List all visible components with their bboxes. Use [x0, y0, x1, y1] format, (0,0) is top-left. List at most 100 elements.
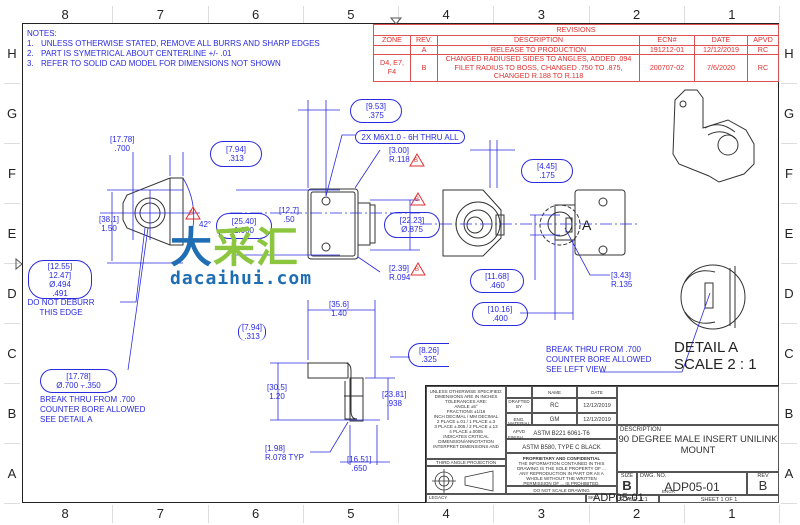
dim-angle-42: 42°: [199, 220, 212, 229]
dim-12-7: [12.7].50: [279, 206, 300, 224]
drafted-date: 12/12/2019: [577, 398, 617, 413]
rev-marker: B: [414, 158, 419, 164]
dim-r-078: [1.98]R.078 TYP: [265, 444, 304, 462]
note-item: 1.UNLESS OTHERWISE STATED, REMOVE ALL BU…: [27, 39, 320, 48]
dim-35-6: [35.6]1.40: [329, 300, 350, 318]
dim-7-94: [7.94].313: [210, 141, 262, 167]
material-field: MATERIAL ASTM B221 6061-T6: [506, 421, 617, 439]
watermark-chars: 大采汇: [170, 223, 300, 272]
detail-a-callout: [539, 204, 581, 246]
dim-r-135: [3.43]R.135: [611, 271, 633, 289]
do-not-scale-note: DO NOT SCALE DRAWING: [506, 486, 617, 494]
engr-label: ENGR: [662, 489, 676, 494]
revisions-title: REVISIONS: [373, 24, 779, 36]
zone-col: 5: [304, 505, 399, 523]
dim-30-5: [30.5]1.20: [267, 383, 288, 401]
title-block: UNLESS OTHERWISE SPECIFIED: DIMENSIONS A…: [425, 385, 779, 503]
dim-16-51: [16.51].650: [347, 455, 372, 473]
zone-row: D: [4, 264, 20, 324]
zone-row: C: [781, 324, 797, 384]
dim-4-45: [4.45].175: [521, 159, 573, 183]
finish-field: FINISH ASTM B580, TYPE C BLACK: [506, 435, 617, 453]
revisions-header: ZONE REV. DESCRIPTION ECN# DATE APVD: [373, 35, 779, 46]
zone-row: H: [781, 24, 797, 84]
dim-9-53: [9.53].375: [350, 99, 402, 123]
revision-row: D4, E7, F4 B CHANGED RADIUSED SIDES TO A…: [373, 54, 779, 82]
eng-name: GM: [532, 413, 577, 425]
zone-col: 3: [494, 505, 590, 523]
zone-col: 1: [685, 6, 780, 24]
dim-r-094: [2.39]R.094: [389, 264, 411, 282]
zone-col: 1: [685, 505, 780, 523]
watermark-url: dacaihui.com: [170, 268, 313, 289]
blank-logo-area: [617, 386, 779, 425]
detail-a-callout-label: A: [582, 217, 592, 233]
tolerance-block: UNLESS OTHERWISE SPECIFIED: DIMENSIONS A…: [426, 386, 506, 459]
zone-columns-top: 8 7 6 5 4 3 2 1: [18, 6, 780, 24]
zone-col: 6: [209, 505, 304, 523]
zone-row: F: [4, 144, 20, 204]
isometric-view: [672, 89, 755, 183]
dim-11-68: [11.68].460: [470, 269, 524, 293]
dim-23-81: [23.81].938: [382, 390, 407, 408]
legacy-field: LEGACY: [426, 494, 586, 503]
thread-callout: 2X M6X1.0 - 6H THRU ALL: [355, 130, 465, 144]
zone-col: 4: [399, 6, 495, 24]
note-item: 2.PART IS SYMETRICAL ABOUT CENTERLINE +/…: [27, 49, 232, 58]
right-view: [442, 189, 505, 257]
third-angle-projection-symbol: [426, 466, 506, 494]
zone-col: 4: [399, 505, 495, 523]
zone-row: A: [781, 444, 797, 504]
zone-row: D: [781, 264, 797, 324]
dim-8-26: [8.26].325: [408, 343, 449, 367]
zone-row: B: [781, 384, 797, 444]
zone-columns-bottom: 8 7 6 5 4 3 2 1: [18, 505, 780, 523]
zone-col: 8: [18, 6, 114, 24]
break-thru-note-left: BREAK THRU FROM .700 COUNTER BORE ALLOWE…: [40, 395, 146, 424]
sheet-field: SHEET 1 OF 1: [659, 495, 779, 503]
zone-col: 5: [304, 6, 399, 24]
zone-row: G: [781, 84, 797, 144]
scale-field: SCALE: 1:1: [617, 495, 659, 503]
proprietary-notice: PROPRIETARY AND CONFIDENTIAL THE INFORMA…: [506, 453, 617, 486]
zone-row: A: [4, 444, 20, 504]
front-view: [307, 188, 376, 260]
dim-38-1: [38.1]1.50: [99, 215, 120, 233]
dim-25-40: [25.40]1.000: [216, 213, 272, 239]
dim-12-55: [12.55]12.47]Ø.494.491: [28, 260, 92, 299]
revision-markers: [185, 153, 426, 276]
detail-a-view: [680, 264, 746, 330]
drafted-label: DRAFTED BY: [506, 398, 532, 413]
revisions-table: REVISIONS ZONE REV. DESCRIPTION ECN# DAT…: [373, 24, 779, 82]
zone-col: 2: [590, 505, 685, 523]
note-item: 3.REFER TO SOLID CAD MODEL FOR DIMENSION…: [27, 59, 281, 68]
general-notes: NOTES: 1.UNLESS OTHERWISE STATED, REMOVE…: [27, 29, 320, 69]
dim-10-16: [10.16].400: [472, 302, 528, 326]
zone-col: 7: [113, 6, 209, 24]
zone-col: 8: [18, 505, 114, 523]
zone-rows-right: H G F E D C B A: [781, 24, 797, 504]
date-header: DATE: [577, 386, 617, 398]
zone-col: 7: [113, 505, 209, 523]
zone-row: E: [4, 204, 20, 264]
zone-row: E: [781, 204, 797, 264]
eng-apvd-label: ENG. APVD: [506, 413, 532, 434]
zone-center-marker-left: [15, 257, 23, 271]
side-view: [307, 362, 364, 422]
zone-col: 3: [494, 6, 590, 24]
dim-17-78: [17.78].700: [110, 135, 135, 153]
dim-r-118: [3.00]R.118: [389, 146, 410, 164]
zone-row: F: [781, 144, 797, 204]
detail-a-title: DETAIL A SCALE 2 : 1: [674, 339, 757, 373]
zone-col: 2: [590, 6, 685, 24]
zone-row: G: [4, 84, 20, 144]
size-field: SIZE B: [617, 472, 637, 495]
zone-row: H: [4, 24, 20, 84]
sku-label: SKU: [586, 494, 617, 503]
zone-col: 6: [209, 6, 304, 24]
rev-marker: B: [415, 267, 420, 273]
drafted-name: RC: [532, 398, 577, 413]
do-not-deburr-note: DO NOT DEBURR THIS EDGE: [27, 298, 95, 317]
notes-title: NOTES:: [27, 29, 57, 38]
drawing-number-field: DWG. NO. ADP05-01: [637, 472, 747, 495]
